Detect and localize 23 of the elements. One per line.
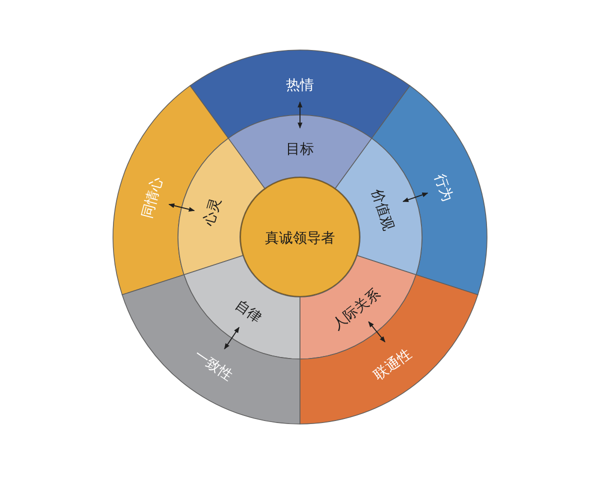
outer-ring-segment xyxy=(298,273,479,425)
double-arrow xyxy=(168,203,195,212)
segment-label: 一致性 xyxy=(191,346,236,384)
double-arrow xyxy=(298,101,302,129)
segment-label: 行为 xyxy=(430,172,456,204)
outer-ring-segment xyxy=(189,49,411,140)
double-arrow xyxy=(224,326,240,350)
outer-ring-segment xyxy=(112,84,230,296)
outer-ring-segment xyxy=(121,273,301,425)
segment-label: 人际关系 xyxy=(330,286,384,334)
segment-label: 自律 xyxy=(232,296,264,326)
double-arrow xyxy=(368,321,386,342)
segment-label: 热情 xyxy=(286,78,314,94)
segment-label: 价值观 xyxy=(367,188,396,233)
inner-ring-segment xyxy=(227,114,373,190)
segment-label: 同情心 xyxy=(140,175,167,220)
segment-label: 目标 xyxy=(286,142,314,158)
double-arrow xyxy=(402,192,428,202)
segment-label: 联通性 xyxy=(370,346,415,384)
segment-label: 心灵 xyxy=(202,196,226,228)
inner-ring-segment xyxy=(177,137,266,276)
inner-ring-segment xyxy=(334,137,423,276)
center-label: 真诚领导者 xyxy=(265,230,335,248)
